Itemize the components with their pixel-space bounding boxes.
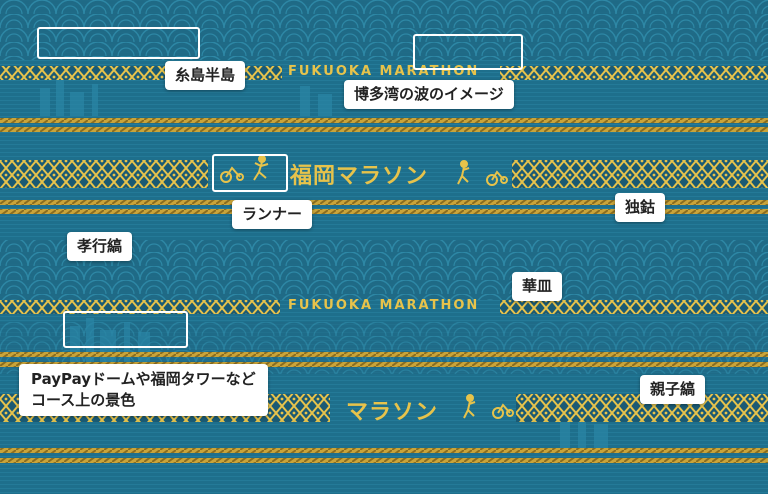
runner-icon <box>457 160 470 185</box>
gold-cord <box>0 352 768 357</box>
label-kokou-stripe: 孝行縞 <box>67 232 133 261</box>
diamond-band <box>500 66 768 80</box>
label-hakata-bay-waves: 博多湾の波のイメージ <box>344 80 514 109</box>
embroidery-fukuoka-marathon-jp: 福岡マラソン <box>290 164 429 189</box>
itoshima-marker-box <box>37 27 200 59</box>
label-oyako-stripe: 親子縞 <box>640 375 706 404</box>
embroidery-fukuoka-marathon: FUKUOKA MARATHON <box>288 298 480 313</box>
runner-marker-box <box>212 154 288 192</box>
diamond-band <box>512 160 768 188</box>
gold-cord <box>0 127 768 132</box>
embroidery-marathon-jp: マラソン <box>346 400 439 425</box>
wave-band-top <box>0 0 768 60</box>
gold-cord <box>0 458 768 463</box>
bicycle-icon <box>486 170 508 186</box>
diamond-band <box>500 300 768 314</box>
label-runner: ランナー <box>232 200 313 229</box>
diamond-band <box>0 300 280 314</box>
gold-cord <box>0 362 768 367</box>
label-skyline-scenery: PayPayドームや福岡タワーなど コース上の景色 <box>19 364 268 416</box>
label-skyline-line2: コース上の景色 <box>31 391 136 409</box>
gold-cord <box>0 118 768 123</box>
label-itoshima: 糸島半島 <box>165 61 246 90</box>
embroidery-fukuoka-marathon: FUKUOKA MARATHON <box>288 64 480 79</box>
bicycle-icon <box>220 166 244 183</box>
waves-marker-box <box>413 34 523 70</box>
label-skyline-line1: PayPayドームや福岡タワーなど <box>31 370 256 388</box>
skyline-silhouette-upper <box>40 80 332 116</box>
gold-cord <box>0 200 768 205</box>
runner-icon <box>463 394 476 419</box>
skyline-marker-box <box>63 311 188 348</box>
runner-icon <box>253 155 269 181</box>
diamond-band <box>0 160 208 188</box>
label-tokko: 独鈷 <box>615 193 666 222</box>
bicycle-icon <box>492 403 514 419</box>
gold-cord <box>0 448 768 453</box>
label-kasara: 華皿 <box>512 272 563 301</box>
gold-cord <box>0 209 768 214</box>
